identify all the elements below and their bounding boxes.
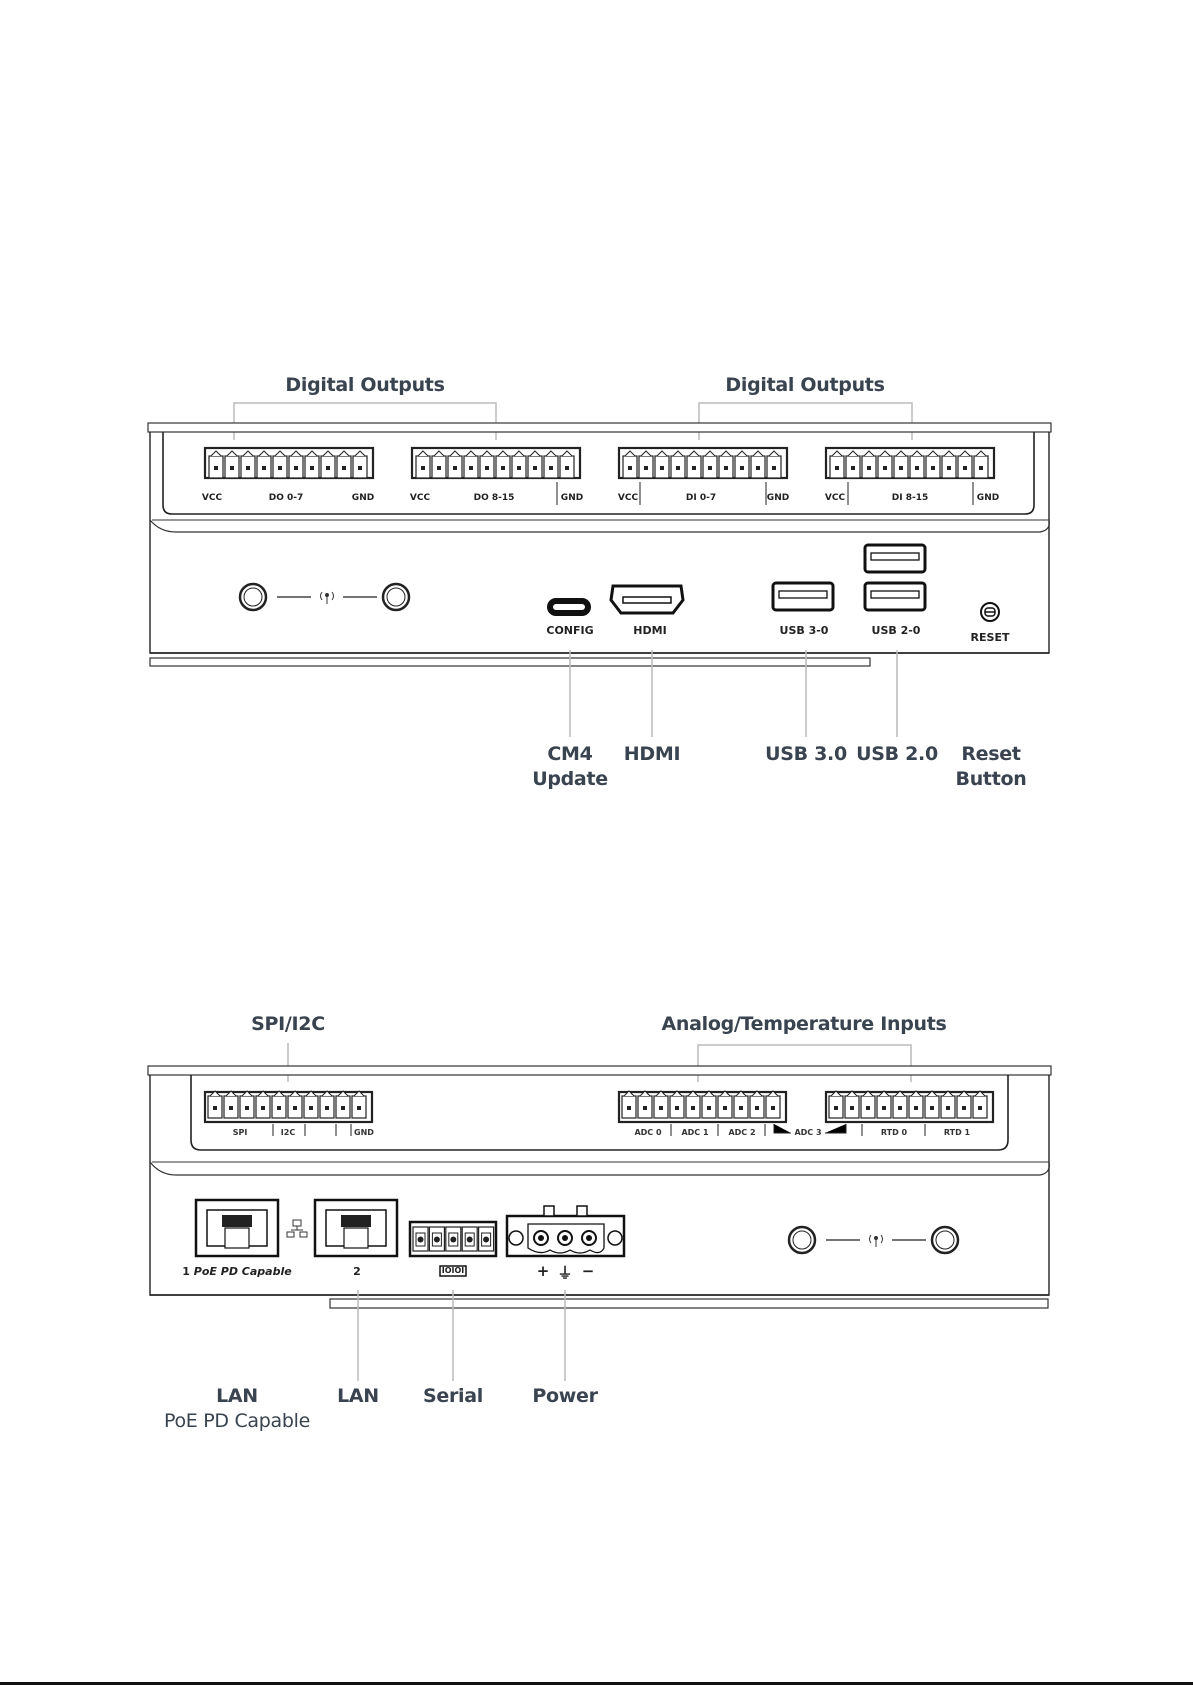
label-rtd1: RTD 1 — [943, 1128, 971, 1137]
antenna-connector-left — [787, 1225, 817, 1255]
wifi-antenna-icon — [320, 591, 334, 604]
callout-cm4-line2: Update — [532, 768, 608, 790]
port-label-usb2: USB 2-0 — [871, 624, 921, 637]
callout-usb2: USB 2.0 — [856, 743, 938, 765]
terminal-pin — [461, 1226, 478, 1252]
callout-reset-button: Reset Button — [956, 742, 1027, 792]
label-gnd: GND — [766, 493, 790, 503]
label-do-8-15: DO 8-15 — [473, 493, 515, 503]
antenna-connector-right — [381, 582, 411, 612]
page-bottom-border — [0, 1682, 1193, 1685]
label-gnd: GND — [560, 493, 584, 503]
top-rail — [147, 422, 1052, 433]
callout-cm4-line1: CM4 — [547, 743, 593, 765]
front-panel — [147, 402, 1052, 737]
antenna-connector-left — [238, 582, 268, 612]
terminal-pin — [412, 1226, 429, 1252]
usb3-port — [771, 581, 835, 612]
terminal-pin — [478, 1226, 495, 1252]
label-adc1: ADC 1 — [681, 1128, 709, 1137]
label-spi: SPI — [232, 1128, 248, 1137]
serial-icon — [439, 1265, 467, 1277]
label-di-8-15: DI 8-15 — [891, 493, 929, 503]
hdmi-port — [609, 584, 685, 615]
label-vcc: VCC — [824, 493, 846, 503]
label-i2c: I2C — [280, 1128, 296, 1137]
reset-button — [980, 602, 1000, 622]
port-label-reset: RESET — [970, 631, 1010, 644]
callout-lan-poe: LAN PoE PD Capable — [164, 1384, 310, 1434]
lan1-poe-label: PoE PD Capable — [193, 1265, 292, 1278]
usb-c-config-port — [547, 598, 591, 616]
serial-terminal-block — [408, 1220, 498, 1258]
terminal-pin — [445, 1226, 462, 1252]
analog-bracket — [697, 1044, 912, 1082]
antenna-connector-right — [930, 1225, 960, 1255]
callout-analog-temperature: Analog/Temperature Inputs — [661, 1013, 947, 1035]
label-gnd: GND — [354, 1128, 374, 1137]
callout-cm4-update: CM4 Update — [532, 742, 608, 792]
callout-power: Power — [532, 1385, 598, 1407]
label-di-0-7: DI 0-7 — [685, 493, 717, 503]
callout-lan1-line1: LAN — [216, 1385, 258, 1407]
usb2-port-top — [863, 543, 927, 574]
callout-hdmi: HDMI — [623, 743, 681, 765]
callout-reset-line1: Reset — [961, 743, 1021, 765]
label-gnd: GND — [351, 493, 375, 503]
port-label-lan2: 2 — [353, 1265, 361, 1278]
port-label-usb3: USB 3-0 — [779, 624, 829, 637]
callout-serial: Serial — [423, 1385, 483, 1407]
rear-panel — [147, 1043, 1052, 1381]
callout-digital-outputs-2: Digital Outputs — [725, 374, 885, 396]
bottom-rail — [149, 657, 871, 667]
label-adc3: ADC 3 — [794, 1128, 822, 1137]
terminal-pin — [428, 1226, 445, 1252]
digital-outputs-bracket-1 — [233, 402, 497, 440]
port-label-config: CONFIG — [546, 624, 594, 637]
lan-port-2 — [313, 1198, 399, 1258]
label-rtd0: RTD 0 — [880, 1128, 908, 1137]
label-vcc: VCC — [409, 493, 431, 503]
power-minus-label: − — [581, 1262, 595, 1280]
network-icon — [286, 1219, 308, 1238]
label-gnd: GND — [976, 493, 1000, 503]
callout-spi-i2c: SPI/I2C — [251, 1013, 325, 1035]
label-adc0: ADC 0 — [634, 1128, 662, 1137]
callout-digital-outputs-1: Digital Outputs — [285, 374, 445, 396]
digital-outputs-bracket-2 — [698, 402, 913, 440]
callout-lan1-line2: PoE PD Capable — [163, 1410, 311, 1432]
serial-symbol-label: IOIOI — [441, 1266, 465, 1275]
power-plus-label: + — [536, 1262, 550, 1280]
lan1-number: 1 — [182, 1265, 190, 1278]
label-adc2: ADC 2 — [728, 1128, 756, 1137]
callout-reset-line2: Button — [955, 768, 1027, 790]
label-do-0-7: DO 0-7 — [268, 493, 304, 503]
callout-usb3: USB 3.0 — [765, 743, 847, 765]
wifi-antenna-icon — [869, 1234, 883, 1247]
port-label-lan1: 1 PoE PD Capable — [182, 1265, 291, 1278]
label-vcc: VCC — [201, 493, 223, 503]
ground-icon: ⏚ — [557, 1264, 573, 1282]
power-connector — [505, 1205, 626, 1258]
callout-lan: LAN — [337, 1385, 379, 1407]
lan-port-1 — [194, 1198, 280, 1258]
label-vcc: VCC — [617, 493, 639, 503]
port-label-hdmi: HDMI — [633, 624, 667, 637]
usb2-port-bottom — [863, 581, 927, 612]
